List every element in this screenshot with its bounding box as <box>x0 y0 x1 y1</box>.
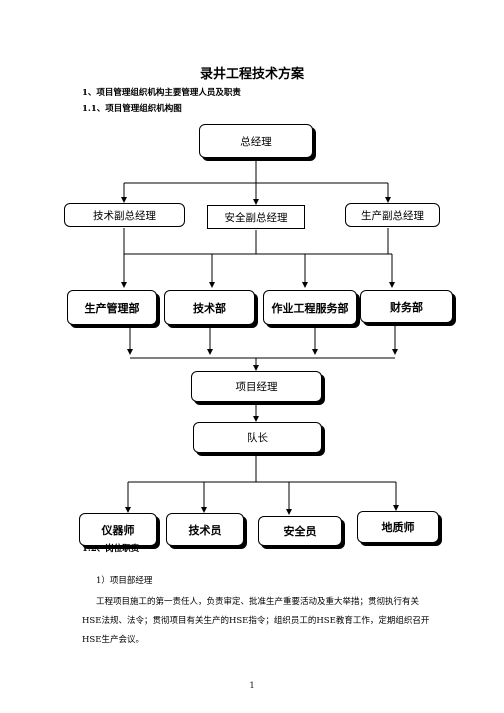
box-general-manager: 总经理 <box>199 124 313 158</box>
section-heading-1-1: 1.1、项目管理组织机构图 <box>82 104 182 114</box>
section-heading-1: 1、项目管理组织机构主要管理人员及职责 <box>82 88 241 98</box>
paragraph-line-1: 工程项目施工的第一责任人，负责审定、批准生产重要活动及重大举措；贯彻执行有关 <box>96 597 420 607</box>
section-heading-1-2: 1.2、岗位职责 <box>82 544 140 554</box>
box-technical-dept: 技术部 <box>164 290 255 325</box>
paragraph-line-2: HSE法规、法令；贯彻项目有关生产的HSE指令；组织员工的HSE教育工作，定期组… <box>82 616 430 626</box>
box-safety-deputy: 安全副总经理 <box>207 205 305 229</box>
box-instrument-engineer: 仪器师 <box>79 513 157 546</box>
box-project-manager: 项目经理 <box>191 371 322 402</box>
box-geologist: 地质师 <box>357 511 439 543</box>
document-title: 录井工程技术方案 <box>199 67 304 82</box>
box-production-management-dept: 生产管理部 <box>67 290 157 325</box>
box-field-engineering-service-dept: 作业工程服务部 <box>263 290 357 325</box>
box-team-leader: 队长 <box>193 422 322 453</box>
box-safety-officer: 安全员 <box>258 516 342 546</box>
box-technician: 技术员 <box>166 513 244 546</box>
page-number: 1 <box>249 681 255 690</box>
paragraph-line-3: HSE生产会议。 <box>82 635 144 645</box>
box-technical-deputy: 技术副总经理 <box>64 203 185 227</box>
box-production-deputy: 生产副总经理 <box>345 203 440 227</box>
list-item-project-manager: 1）项目部经理 <box>96 576 153 586</box>
box-finance-dept: 财务部 <box>360 290 453 323</box>
